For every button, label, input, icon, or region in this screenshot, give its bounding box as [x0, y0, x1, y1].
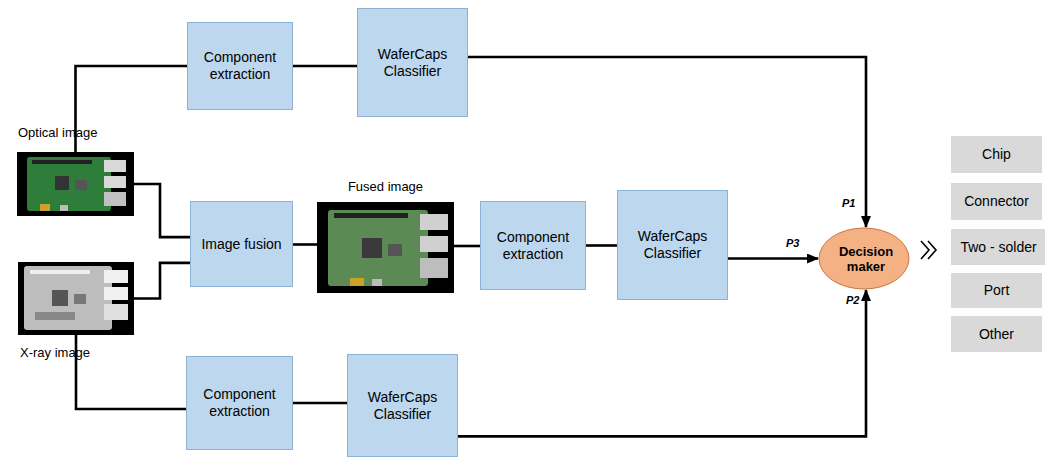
connector-line — [586, 244, 617, 247]
connector-arrow — [728, 257, 818, 260]
illustration-part — [334, 213, 408, 218]
class-box: Chip — [951, 136, 1042, 173]
connector-line — [454, 245, 480, 248]
box-label: Chip — [978, 146, 1015, 163]
illustration-part — [52, 290, 68, 306]
box-label: WaferCaps Classifier — [618, 228, 727, 262]
process-box: Image fusion — [190, 201, 293, 287]
connector-line — [293, 402, 347, 405]
process-box: Component extraction — [480, 201, 586, 290]
illustration-part — [27, 157, 111, 211]
connector-line — [134, 263, 190, 299]
illustration-part — [104, 270, 128, 283]
illustration-part — [24, 266, 112, 330]
classifier-box: WaferCaps Classifier — [617, 190, 728, 300]
ellipse-shape — [819, 228, 909, 289]
image-caption: Optical image — [18, 125, 97, 141]
illustration-part — [372, 279, 382, 286]
illustration-part — [60, 205, 68, 211]
fused-board-image — [317, 202, 454, 293]
illustration-part — [74, 294, 86, 304]
class-box: Connector — [951, 183, 1042, 220]
image-caption: X-ray image — [20, 345, 90, 361]
box-label: Other — [975, 326, 1018, 343]
box-label: WaferCaps Classifier — [358, 46, 467, 80]
class-box: Two - solder — [951, 229, 1045, 265]
illustration-part — [35, 312, 75, 320]
output-chevron — [921, 241, 936, 259]
probability-label: P3 — [786, 237, 799, 250]
illustration-part — [921, 241, 929, 259]
connector-line — [134, 184, 190, 237]
illustration-part — [32, 160, 92, 164]
illustration-part — [104, 192, 126, 206]
image-frame: X-ray image — [18, 262, 134, 335]
class-box: Other — [951, 316, 1042, 352]
process-box: Component extraction — [187, 22, 293, 110]
illustration-part — [104, 176, 126, 188]
image-frame: Fused image — [317, 202, 454, 293]
box-label: Component extraction — [188, 49, 292, 83]
illustration-part — [40, 204, 50, 211]
decision-ellipse: Decision maker — [818, 227, 914, 290]
box-label: Port — [980, 282, 1014, 299]
illustration-part — [55, 176, 69, 190]
illustration-part — [104, 160, 126, 172]
process-box: Component extraction — [186, 356, 293, 450]
classifier-box: WaferCaps Classifier — [357, 8, 468, 117]
illustration-part — [104, 287, 128, 300]
xray-board-image — [18, 262, 134, 335]
box-label: Component extraction — [481, 229, 585, 263]
box-label: Component extraction — [187, 386, 292, 420]
illustration-part — [328, 210, 428, 286]
illustration-part — [362, 238, 382, 258]
box-label: WaferCaps Classifier — [348, 389, 457, 423]
box-label: Image fusion — [195, 236, 287, 253]
illustration-part — [928, 241, 936, 259]
illustration-part — [388, 244, 402, 256]
illustration-part — [420, 236, 448, 252]
optical-board-image — [17, 152, 134, 216]
illustration-part — [350, 278, 364, 286]
illustration-part — [75, 180, 87, 190]
classifier-box: WaferCaps Classifier — [347, 354, 458, 457]
box-label: Connector — [960, 193, 1033, 210]
probability-label: P1 — [842, 197, 855, 210]
box-label: Decision maker — [833, 244, 899, 274]
connector-line — [293, 65, 357, 68]
connector-line — [293, 243, 317, 246]
image-caption: Fused image — [348, 179, 423, 195]
illustration-part — [17, 152, 134, 216]
class-box: Port — [951, 273, 1042, 308]
illustration-part — [420, 214, 448, 230]
connector-line — [76, 335, 186, 409]
illustration-part — [420, 258, 448, 278]
image-frame: Optical image — [17, 152, 134, 216]
illustration-part — [317, 202, 454, 293]
probability-label: P2 — [846, 294, 859, 307]
connector-arrow — [458, 290, 866, 436]
illustration-part — [18, 262, 134, 335]
box-label: Two - solder — [956, 239, 1040, 256]
illustration-part — [104, 304, 128, 320]
illustration-part — [30, 270, 90, 274]
